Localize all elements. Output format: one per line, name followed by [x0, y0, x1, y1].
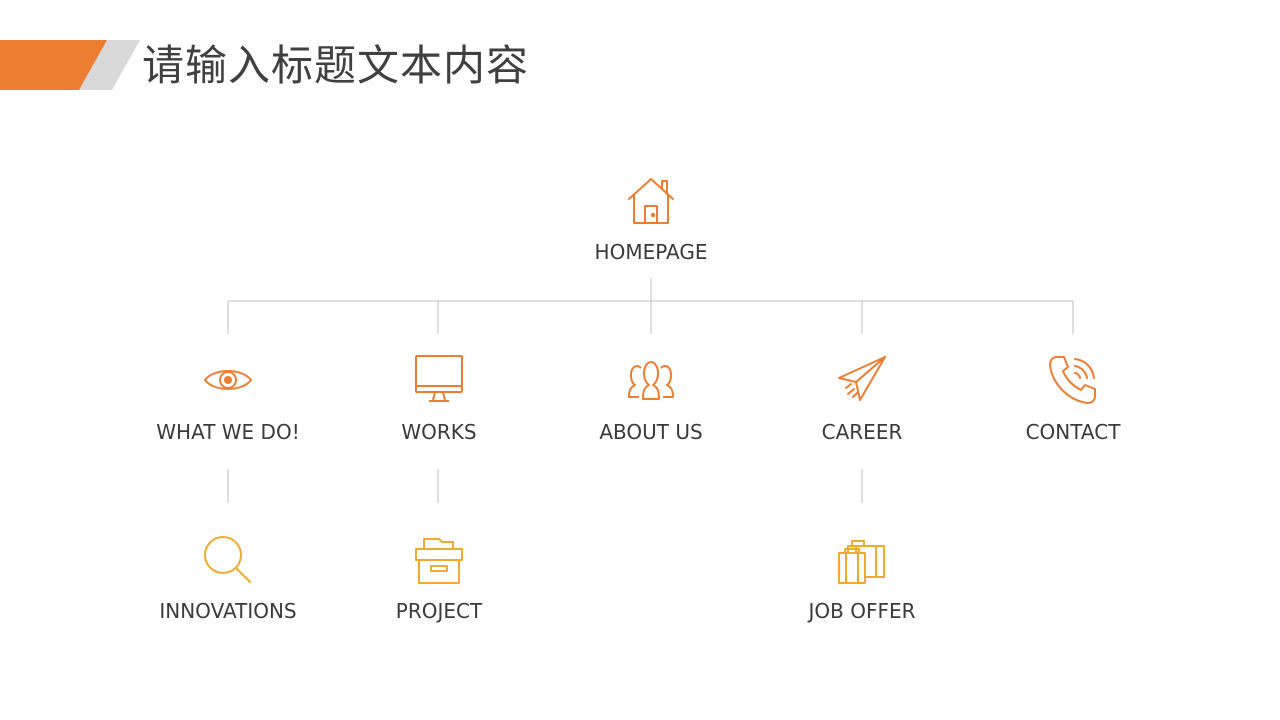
node-label: CAREER: [821, 420, 903, 444]
node-career[interactable]: CAREER: [762, 354, 962, 444]
node-homepage[interactable]: HOMEPAGE: [551, 174, 751, 264]
phone-icon: [1047, 354, 1099, 406]
node-label: WORKS: [401, 420, 477, 444]
magnifier-icon: [202, 535, 254, 587]
node-innovations[interactable]: INNOVATIONS: [128, 535, 328, 623]
page-title: 请输入标题文本内容: [142, 41, 530, 90]
suitcases-icon: [836, 535, 888, 587]
node-project[interactable]: PROJECT: [339, 535, 539, 623]
node-works[interactable]: WORKS: [339, 354, 539, 444]
eye-icon: [202, 354, 254, 406]
node-label: INNOVATIONS: [159, 599, 297, 623]
node-label: WHAT WE DO!: [156, 420, 300, 444]
people-icon: [625, 354, 677, 406]
node-label: JOB OFFER: [808, 599, 916, 623]
paper-plane-icon: [836, 354, 888, 406]
node-label: HOMEPAGE: [594, 240, 708, 264]
title-accent-band: [0, 40, 140, 90]
node-label: PROJECT: [395, 599, 483, 623]
node-contact[interactable]: CONTACT: [973, 354, 1173, 444]
monitor-icon: [413, 354, 465, 406]
node-what-we-do[interactable]: WHAT WE DO!: [128, 354, 328, 444]
folder-box-icon: [413, 535, 465, 587]
house-icon: [625, 174, 677, 226]
node-job-offer[interactable]: JOB OFFER: [762, 535, 962, 623]
node-label: CONTACT: [1025, 420, 1121, 444]
node-label: ABOUT US: [599, 420, 703, 444]
node-about-us[interactable]: ABOUT US: [551, 354, 751, 444]
